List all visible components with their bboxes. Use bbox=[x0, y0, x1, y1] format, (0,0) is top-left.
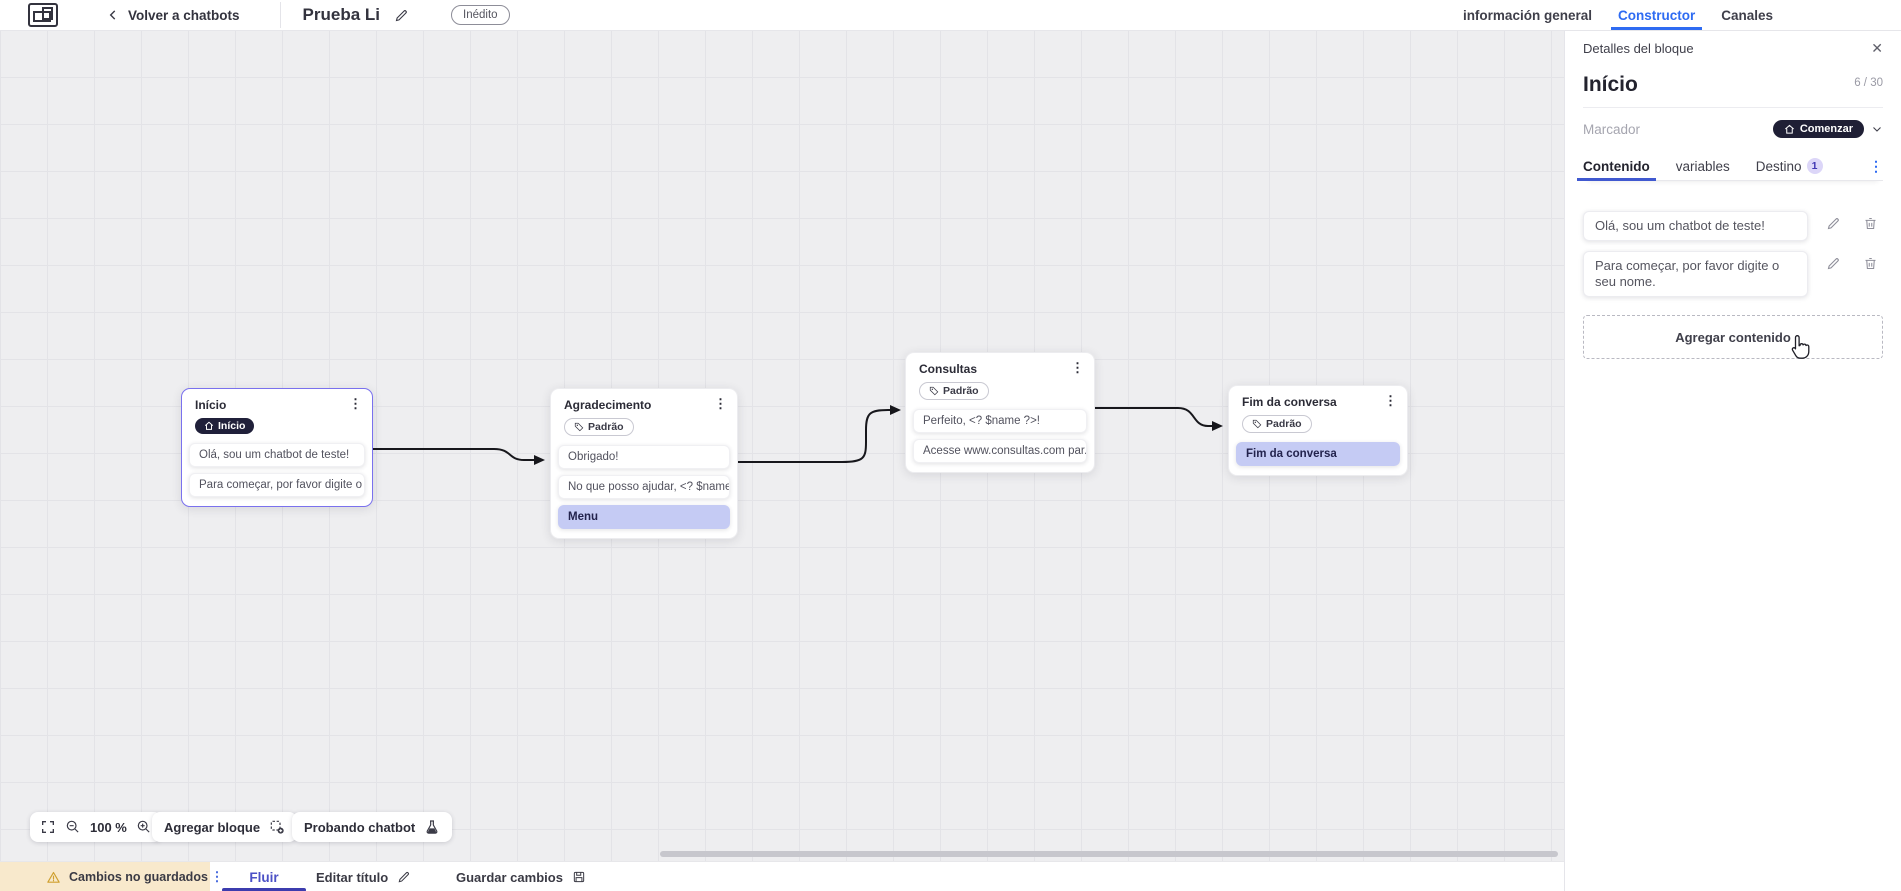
node-title: Fim da conversa bbox=[1242, 395, 1337, 409]
node-message-card: Obrigado! bbox=[558, 445, 730, 469]
horizontal-scrollbar[interactable] bbox=[660, 851, 1558, 857]
node-message-card: Acesse www.consultas.com par... bbox=[913, 439, 1087, 463]
node-tag-badge: Início bbox=[195, 418, 255, 434]
connection-inicio-agradecimento bbox=[372, 448, 545, 465]
zoom-in-button[interactable] bbox=[136, 819, 152, 835]
tag-icon bbox=[1252, 419, 1262, 429]
kebab-menu-icon[interactable]: ⋮ bbox=[714, 396, 727, 411]
flow-node-consultas[interactable]: Consultas ⋮ Padrão Perfeito, <? $name ?>… bbox=[905, 352, 1095, 473]
home-icon bbox=[204, 421, 214, 430]
edit-title-button[interactable]: Editar título bbox=[316, 862, 411, 891]
warning-icon bbox=[47, 871, 60, 883]
status-badge: Inédito bbox=[451, 5, 510, 25]
panel-title: Detalles del bloque bbox=[1583, 41, 1694, 56]
flow-canvas[interactable]: Início ⋮ Início Olá, sou um chatbot de t… bbox=[0, 30, 1564, 861]
chevron-down-icon[interactable] bbox=[1871, 123, 1883, 135]
node-title: Consultas bbox=[919, 362, 978, 376]
zoom-out-icon bbox=[66, 820, 79, 833]
flow-node-inicio[interactable]: Início ⋮ Início Olá, sou um chatbot de t… bbox=[181, 388, 373, 507]
save-changes-button[interactable]: Guardar cambios bbox=[456, 862, 586, 891]
node-menu-card: Menu bbox=[558, 505, 730, 529]
content-item[interactable]: Olá, sou um chatbot de teste! bbox=[1583, 211, 1808, 241]
save-icon bbox=[573, 871, 585, 883]
char-counter: 6 / 30 bbox=[1854, 77, 1883, 89]
chatbot-title: Prueba Li bbox=[302, 5, 381, 24]
top-bar: Volver a chatbots Prueba Li Inédito info… bbox=[0, 0, 1901, 31]
block-details-panel: Detalles del bloque ✕ Início 6 / 30 Marc… bbox=[1564, 30, 1901, 891]
top-nav-tabs: información general Constructor Canales bbox=[1463, 0, 1901, 30]
destino-count-badge: 1 bbox=[1806, 158, 1823, 174]
node-tag-badge: Padrão bbox=[564, 418, 634, 436]
add-block-icon bbox=[270, 820, 284, 834]
close-icon[interactable]: ✕ bbox=[1871, 40, 1883, 56]
divider bbox=[1583, 107, 1883, 108]
tab-destino[interactable]: Destino 1 bbox=[1756, 152, 1823, 180]
content-item[interactable]: Para começar, por favor digite o seu nom… bbox=[1583, 251, 1808, 297]
zoom-out-button[interactable] bbox=[65, 819, 81, 835]
kebab-menu-icon[interactable]: ⋮ bbox=[349, 396, 362, 411]
app-logo bbox=[28, 3, 58, 27]
back-to-chatbots-button[interactable]: Volver a chatbots bbox=[106, 8, 240, 23]
home-icon bbox=[1784, 124, 1794, 134]
flow-node-agradecimento[interactable]: Agradecimento ⋮ Padrão Obrigado! No que … bbox=[550, 388, 738, 539]
tab-informacion-general[interactable]: información general bbox=[1462, 7, 1592, 23]
add-content-button[interactable]: Agregar contenido bbox=[1583, 315, 1883, 359]
kebab-menu-icon[interactable]: ⋮ bbox=[1071, 360, 1084, 375]
panel-tabs: Contenido variables Destino 1 ⋮ bbox=[1577, 152, 1883, 181]
tab-constructor[interactable]: Constructor bbox=[1610, 0, 1703, 30]
node-title: Início bbox=[195, 398, 227, 412]
fit-screen-button[interactable] bbox=[40, 819, 56, 835]
marker-label: Marcador bbox=[1583, 121, 1641, 137]
node-message-card: Para começar, por favor digite o ... bbox=[189, 473, 365, 497]
connection-consultas-fim bbox=[1094, 407, 1223, 431]
node-message-card: No que posso ajudar, <? $name ... bbox=[558, 475, 730, 499]
tag-icon bbox=[929, 386, 939, 396]
chevron-left-icon bbox=[109, 10, 116, 20]
kebab-menu-icon[interactable]: ⋮ bbox=[210, 869, 224, 884]
test-chatbot-label: Probando chatbot bbox=[304, 819, 416, 835]
edit-icon[interactable] bbox=[1826, 216, 1841, 231]
node-tag-badge: Padrão bbox=[1242, 415, 1312, 433]
edit-icon[interactable] bbox=[1826, 256, 1841, 271]
unsaved-changes-status: Cambios no guardados bbox=[0, 862, 210, 891]
test-chatbot-button[interactable]: Probando chatbot bbox=[292, 812, 453, 842]
add-block-label: Agregar bloque bbox=[164, 819, 261, 835]
tab-canales[interactable]: Canales bbox=[1721, 7, 1773, 23]
node-tag-badge: Padrão bbox=[919, 382, 989, 400]
marker-value-pill[interactable]: Comenzar bbox=[1772, 120, 1864, 138]
trash-icon[interactable] bbox=[1863, 216, 1878, 231]
bottom-bar: Cambios no guardados ⋮ Fluir Editar títu… bbox=[0, 861, 1564, 891]
fullscreen-icon bbox=[42, 821, 54, 833]
add-block-button[interactable]: Agregar bloque bbox=[152, 812, 298, 842]
flask-icon bbox=[426, 820, 438, 834]
flow-node-fim-da-conversa[interactable]: Fim da conversa ⋮ Padrão Fim da conversa bbox=[1228, 385, 1408, 476]
node-message-card: Olá, sou um chatbot de teste! bbox=[189, 443, 365, 467]
back-label: Volver a chatbots bbox=[128, 7, 240, 23]
node-end-card: Fim da conversa bbox=[1236, 442, 1400, 466]
trash-icon[interactable] bbox=[1863, 256, 1878, 271]
flow-tab[interactable]: Fluir bbox=[222, 862, 306, 891]
tag-icon bbox=[574, 422, 584, 432]
divider bbox=[279, 2, 281, 28]
block-name[interactable]: Início bbox=[1583, 73, 1638, 96]
zoom-level: 100 % bbox=[90, 819, 127, 835]
kebab-menu-icon[interactable]: ⋮ bbox=[1384, 393, 1397, 408]
connection-agradecimento-consultas bbox=[737, 405, 901, 463]
tab-variables[interactable]: variables bbox=[1675, 158, 1730, 174]
edit-icon bbox=[398, 872, 410, 883]
kebab-menu-icon[interactable]: ⋮ bbox=[1869, 157, 1883, 174]
zoom-toolbar: 100 % bbox=[30, 812, 162, 842]
edit-title-icon[interactable] bbox=[394, 8, 409, 23]
node-message-card: Perfeito, <? $name ?>! bbox=[913, 409, 1087, 433]
node-title: Agradecimento bbox=[564, 398, 652, 412]
tab-contenido[interactable]: Contenido bbox=[1577, 152, 1656, 181]
zoom-in-icon bbox=[137, 820, 150, 833]
